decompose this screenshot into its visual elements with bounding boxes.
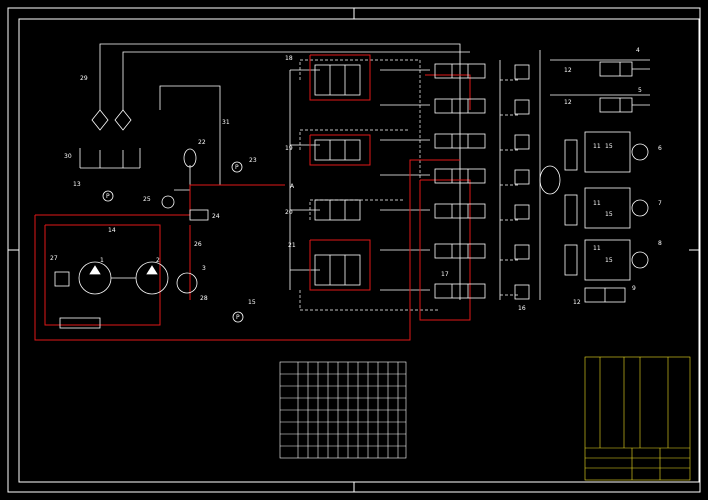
white-supply-lines [79,43,650,300]
label-gauge-p2: P [235,164,239,171]
label-8: 8 [658,240,662,247]
label-11a: 11 [593,143,601,150]
label-2: 2 [156,257,160,264]
label-A: A [290,183,295,190]
label-15b: 15 [605,211,613,218]
label-28: 28 [200,295,208,302]
label-25: 25 [143,196,151,203]
label-4: 4 [636,47,640,54]
function-table [279,361,407,459]
label-gauge-p1: P [106,193,110,200]
label-17: 17 [441,271,449,278]
label-20: 20 [285,209,293,216]
label-13: 13 [73,181,81,188]
label-23: 23 [249,157,257,164]
label-gauge-p3: P [236,314,240,321]
check-valves [514,64,530,300]
label-15a: 15 [605,143,613,150]
component-labels: 29 30 13 27 14 1 2 3 28 25 24 26 22 31 2… [50,47,662,321]
label-5: 5 [638,87,642,94]
filter-symbols [91,109,132,131]
label-27: 27 [50,255,58,262]
label-12b: 12 [564,99,572,106]
label-22: 22 [198,139,206,146]
title-block [584,356,691,481]
cylinders [584,61,650,303]
label-3: 3 [202,265,206,272]
label-1: 1 [100,257,104,264]
label-11b: 11 [593,200,601,207]
red-pressure-lines [34,54,471,341]
label-16: 16 [518,305,526,312]
label-24: 24 [212,213,220,220]
label-15c: 15 [605,257,613,264]
label-14: 14 [108,227,116,234]
label-21: 21 [288,242,296,249]
label-29: 29 [80,75,88,82]
directional-valves-right [434,63,486,299]
label-6: 6 [658,145,662,152]
label-12a: 12 [564,67,572,74]
label-15: 15 [248,299,256,306]
hydraulic-motors [539,131,649,281]
label-18: 18 [285,55,293,62]
label-7: 7 [658,200,662,207]
label-19: 19 [285,145,293,152]
label-9: 9 [632,285,636,292]
label-26: 26 [194,241,202,248]
pump-assembly [54,148,244,329]
label-12c: 12 [573,299,581,306]
label-30: 30 [64,153,72,160]
label-11c: 11 [593,245,601,252]
directional-valves-left [314,64,361,286]
drawing-frame [7,7,701,493]
label-31: 31 [222,119,230,126]
